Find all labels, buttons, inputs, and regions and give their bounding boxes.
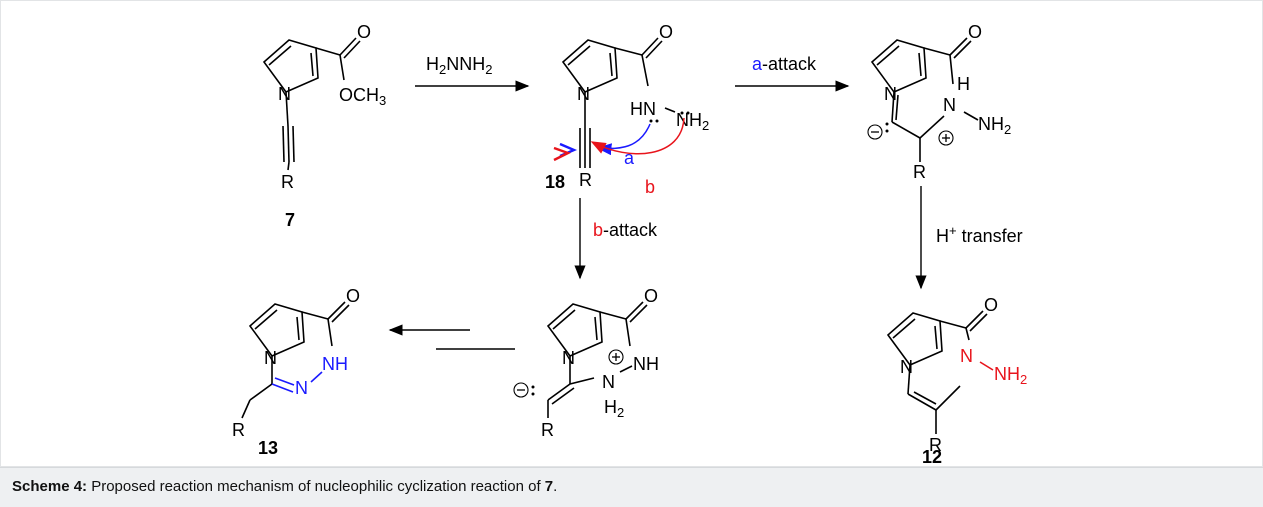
c7-n-label: N bbox=[278, 84, 291, 104]
lone-pair-dot bbox=[531, 392, 535, 396]
ia-n1-label: N bbox=[884, 84, 897, 104]
h-transfer-label: H+ transfer bbox=[936, 223, 1023, 246]
ib-positive-charge bbox=[608, 349, 624, 365]
c13-o-label: O bbox=[346, 286, 360, 306]
c13-n1-label: N bbox=[264, 348, 277, 368]
intermediate-a bbox=[870, 37, 979, 162]
scheme-canvas: N O OCH3 R 7 H2NNH2 N O HN NH2 a b R 18 … bbox=[0, 0, 1263, 467]
c12-n2-label: N bbox=[960, 346, 973, 366]
ib-n2-label: N bbox=[602, 372, 615, 392]
ib-h2-label: H2 bbox=[604, 397, 624, 420]
ib-negative-charge bbox=[513, 382, 529, 398]
hydrazine-reagent-label: H2NNH2 bbox=[426, 54, 492, 77]
b-attack-label: b-attack bbox=[593, 220, 658, 240]
ib-nh-label: NH bbox=[633, 354, 659, 374]
ia-negative-charge bbox=[867, 124, 883, 140]
compound-7 bbox=[262, 37, 361, 171]
c12-number-label: 12 bbox=[922, 447, 942, 467]
a-attack-label: a-attack bbox=[752, 54, 817, 74]
compound-12 bbox=[886, 310, 988, 434]
c7-ester-label: OCH3 bbox=[339, 85, 386, 108]
c18-carbonyl-o-label: O bbox=[659, 22, 673, 42]
ib-o-label: O bbox=[644, 286, 658, 306]
c18-r-label: R bbox=[579, 170, 592, 190]
caption-text: Proposed reaction mechanism of nucleophi… bbox=[87, 478, 545, 495]
attack-arrow-a bbox=[596, 123, 651, 156]
c12-o-label: O bbox=[984, 295, 998, 315]
lone-pair-dot bbox=[686, 111, 690, 115]
c7-r-label: R bbox=[281, 172, 294, 192]
intermediate-b bbox=[546, 301, 648, 418]
c12-nh2-label: NH2 bbox=[994, 364, 1027, 387]
ib-n1-label: N bbox=[562, 348, 575, 368]
ia-o-label: O bbox=[968, 22, 982, 42]
lone-pair-dot bbox=[655, 119, 659, 123]
c7-carbonyl-o-label: O bbox=[357, 22, 371, 42]
ia-positive-charge bbox=[938, 130, 954, 146]
caption-compound-ref: 7 bbox=[544, 478, 554, 495]
c13-nh-label: NH bbox=[322, 354, 348, 374]
c18-number-label: 18 bbox=[545, 172, 565, 192]
lone-pair-dot bbox=[885, 129, 889, 133]
ia-nh2-label: NH2 bbox=[978, 114, 1011, 137]
c13-n2-label: N bbox=[295, 378, 308, 398]
c12-nn-bond bbox=[979, 361, 994, 371]
lone-pair-dot bbox=[885, 122, 889, 126]
lone-pair-dot bbox=[680, 111, 684, 115]
attack-arrow-b bbox=[590, 117, 685, 155]
c13-nn-bonds bbox=[271, 371, 323, 393]
scheme-caption: Scheme 4: Proposed reaction mechanism of… bbox=[0, 467, 1263, 507]
caption-title: Scheme 4: bbox=[12, 478, 88, 495]
ia-n2-label: N bbox=[943, 95, 956, 115]
c12-n1-label: N bbox=[900, 357, 913, 377]
compound-13 bbox=[241, 301, 350, 419]
c7-number-label: 7 bbox=[285, 210, 295, 230]
caption-end: . bbox=[553, 478, 558, 495]
c13-number-label: 13 bbox=[258, 438, 278, 458]
label-a: a bbox=[624, 148, 635, 168]
ia-r-label: R bbox=[913, 162, 926, 182]
c13-r-label: R bbox=[232, 420, 245, 440]
ib-r-label: R bbox=[541, 420, 554, 440]
lone-pair-dot bbox=[649, 119, 653, 123]
alkyne-arrowhead-red bbox=[553, 146, 572, 162]
lone-pair-dot bbox=[531, 385, 535, 389]
c12-r-label: R bbox=[929, 435, 942, 455]
label-b: b bbox=[645, 177, 655, 197]
compound-18 bbox=[561, 37, 676, 168]
c18-hn-label: HN bbox=[630, 99, 656, 119]
c18-n-label: N bbox=[577, 84, 590, 104]
ia-h-label: H bbox=[957, 74, 970, 94]
